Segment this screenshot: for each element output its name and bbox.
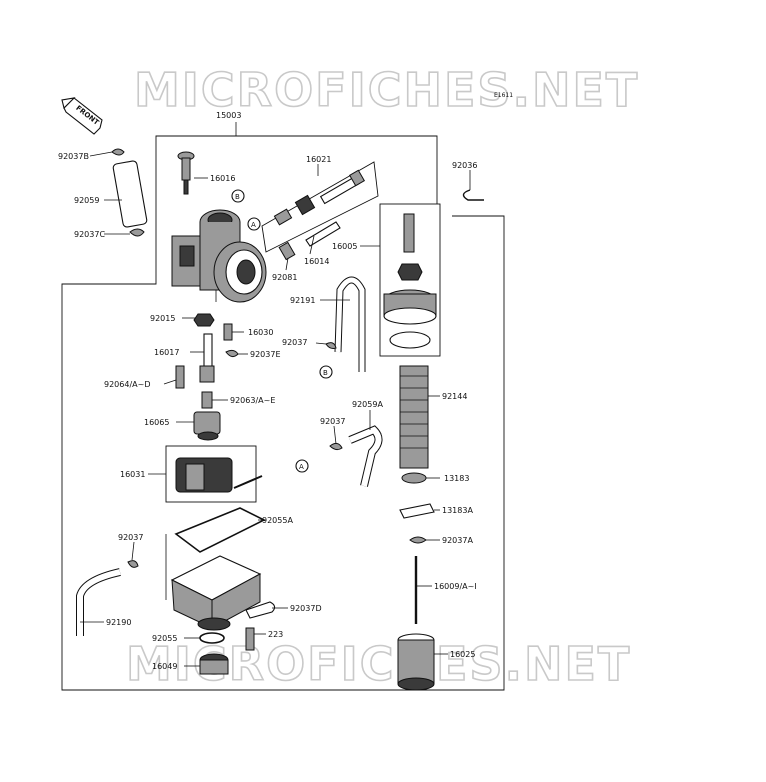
label-92059a: 92059A (352, 400, 383, 409)
frame-16021 (261, 161, 379, 253)
svg-text:A: A (299, 463, 304, 471)
assembly-frame (61, 122, 505, 691)
label-16014: 16014 (304, 257, 329, 266)
jet-92063 (201, 391, 213, 409)
spring-92144 (399, 365, 429, 469)
screw-223 (245, 627, 255, 651)
label-92037c: 92037C (74, 230, 105, 239)
clip-92037e (225, 349, 239, 358)
clip-92036 (462, 189, 484, 201)
frame-16005 (379, 203, 441, 357)
valve-assembly-16021 (273, 169, 366, 226)
float-16031 (175, 457, 263, 493)
label-16009: 16009/A~I (434, 582, 477, 591)
jet-16030 (223, 323, 233, 341)
label-92055: 92055 (152, 634, 177, 643)
clip-92037-bottom (127, 560, 139, 568)
washer-13183 (401, 472, 427, 484)
throttle-valve-16025 (397, 633, 435, 691)
label-15003: 15003 (216, 111, 241, 120)
label-92191: 92191 (290, 296, 315, 305)
label-13183a: 13183A (442, 506, 473, 515)
label-92059: 92059 (74, 196, 99, 205)
label-92037a: 92037A (442, 536, 473, 545)
leader-lines (80, 151, 471, 667)
label-92081: 92081 (272, 273, 297, 282)
pilot-screw (177, 151, 195, 195)
clip-92037-upper (325, 342, 337, 349)
svg-text:B: B (323, 369, 328, 377)
clip-92037-mid (329, 442, 343, 451)
label-13183: 13183 (444, 474, 469, 483)
label-16065: 16065 (144, 418, 169, 427)
marker-b-bottom: B (319, 365, 333, 379)
holder-16065 (193, 411, 221, 441)
marker-a-bottom: A (295, 459, 309, 473)
clip-92037c (129, 228, 145, 237)
label-16021: 16021 (306, 155, 331, 164)
needle-jet-16017 (199, 333, 215, 383)
label-92055a: 92055A (262, 516, 293, 525)
clip-92037b (111, 148, 125, 156)
marker-b-top: B (231, 189, 245, 203)
label-16025: 16025 (450, 650, 475, 659)
spring-92081 (278, 241, 296, 261)
carburetor-body (171, 209, 267, 303)
front-arrow-icon: FRONT (61, 97, 103, 135)
label-16005: 16005 (332, 242, 357, 251)
jet-92064 (175, 365, 185, 389)
float-bowl (170, 555, 262, 631)
tube-92059 (112, 160, 148, 228)
watermark-top: MICROFICHES.NET (134, 63, 639, 117)
label-92037-3: 92037 (118, 533, 143, 542)
label-92037b: 92037B (58, 152, 89, 161)
clip-92037d (245, 601, 276, 619)
svg-text:A: A (251, 221, 256, 229)
label-223: 223 (268, 630, 283, 639)
label-16017: 16017 (154, 348, 179, 357)
label-92037-2: 92037 (320, 417, 345, 426)
label-16049: 16049 (152, 662, 177, 671)
label-16031: 16031 (120, 470, 145, 479)
label-92190: 92190 (106, 618, 131, 627)
top-cap-16005 (383, 213, 437, 349)
gasket-92055a (174, 507, 266, 553)
plate-13183a (399, 503, 435, 519)
label-92015: 92015 (150, 314, 175, 323)
label-16016: 16016 (210, 174, 235, 183)
nut-92015 (193, 313, 215, 327)
svg-text:B: B (235, 193, 240, 201)
marker-a-top: A (247, 217, 261, 231)
label-92037d: 92037D (290, 604, 322, 613)
label-16030: 16030 (248, 328, 273, 337)
label-92064: 92064/A~D (104, 380, 150, 389)
label-92037e: 92037E (250, 350, 281, 359)
label-92063: 92063/A~E (230, 396, 275, 405)
label-92036: 92036 (452, 161, 477, 170)
diagram-code: E1611 (494, 92, 513, 99)
plug-16049 (199, 653, 229, 675)
clip-92037a (409, 536, 427, 544)
needle-16014 (305, 221, 341, 247)
label-92037-1: 92037 (282, 338, 307, 347)
label-92144: 92144 (442, 392, 467, 401)
